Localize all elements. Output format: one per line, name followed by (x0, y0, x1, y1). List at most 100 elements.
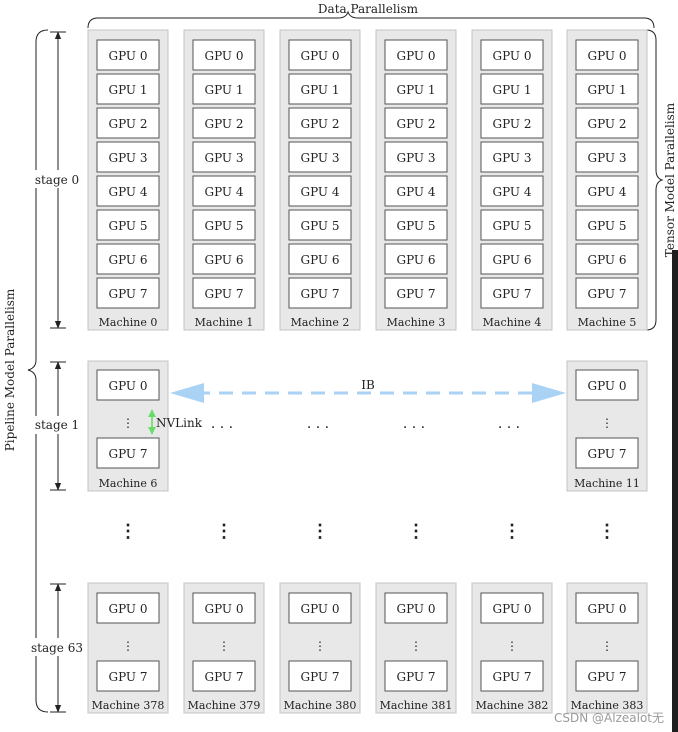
gpu-label: GPU 0 (587, 602, 626, 616)
gpu-label: GPU 0 (587, 379, 626, 393)
machine-label: Machine 5 (578, 316, 637, 329)
gpu-label: GPU 6 (492, 253, 531, 267)
gpu-label: GPU 2 (396, 117, 435, 131)
gpu-label: GPU 7 (492, 287, 531, 301)
gpu-label: GPU 7 (108, 287, 147, 301)
stage0-machine-0: GPU 0 GPU 1 GPU 2 GPU 3 GPU 4 GPU 5 GPU … (87, 29, 169, 331)
stage0-machine-4: GPU 0 GPU 1 GPU 2 GPU 3 GPU 4 GPU 5 GPU … (471, 29, 553, 331)
gpu-label: GPU 5 (204, 219, 243, 233)
stage63-machine-383: GPU 0 ⋮ GPU 7 Machine 383 (566, 582, 648, 714)
stage0-machine-3: GPU 0 GPU 1 GPU 2 GPU 3 GPU 4 GPU 5 GPU … (375, 29, 457, 331)
gpu-label: GPU 1 (204, 83, 243, 97)
gpu-label: GPU 1 (300, 83, 339, 97)
vertical-ellipsis: ⋮ (506, 639, 518, 653)
pipeline-parallelism-label: Pipeline Model Parallelism (3, 288, 17, 451)
gpu-label: GPU 5 (396, 219, 435, 233)
gpu-label: GPU 3 (587, 151, 626, 165)
page-scrollbar[interactable] (672, 250, 678, 732)
gpu-label: GPU 7 (587, 287, 626, 301)
gpu-label: GPU 7 (492, 670, 531, 684)
vertical-ellipsis: ⋮ (122, 639, 134, 653)
machine-label: Machine 4 (483, 316, 542, 329)
vertical-ellipsis: ⋮ (503, 521, 521, 542)
gpu-label: GPU 7 (396, 287, 435, 301)
ib-arrowhead-left (170, 383, 204, 403)
data-parallelism-label: Data Parallelism (318, 2, 419, 16)
vertical-ellipsis: ⋮ (314, 639, 326, 653)
stage63-label-bg (28, 638, 86, 656)
stage1-machine-6: GPU 0 ⋮ GPU 7 Machine 6 (87, 360, 169, 492)
gpu-label: GPU 2 (300, 117, 339, 131)
gpu-label: GPU 0 (396, 49, 435, 63)
ib-arrowhead-right (532, 383, 566, 403)
gpu-label: GPU 2 (492, 117, 531, 131)
gpu-label: GPU 1 (108, 83, 147, 97)
stage1-label: stage 1 (35, 418, 79, 432)
gpu-label: GPU 3 (492, 151, 531, 165)
gpu-label: GPU 2 (108, 117, 147, 131)
gpu-label: GPU 6 (108, 253, 147, 267)
machine-label: Machine 381 (380, 699, 453, 712)
machine-label: Machine 379 (188, 699, 261, 712)
pipeline-parallelism-brace (27, 29, 49, 713)
vertical-ellipsis: ⋮ (311, 521, 329, 542)
gpu-label: GPU 7 (204, 670, 243, 684)
vertical-ellipsis: ⋮ (601, 639, 613, 653)
vertical-ellipsis: ⋮ (598, 521, 616, 542)
machine-label: Machine 0 (99, 316, 158, 329)
stage0-machine-2: GPU 0 GPU 1 GPU 2 GPU 3 GPU 4 GPU 5 GPU … (279, 29, 361, 331)
gpu-label: GPU 3 (396, 151, 435, 165)
tensor-parallelism-label: Tensor Model Parallelism (663, 102, 677, 257)
horizontal-ellipsis: . . . (403, 416, 425, 432)
data-parallelism-brace (87, 10, 655, 29)
gpu-label: GPU 7 (587, 670, 626, 684)
gpu-label: GPU 7 (108, 670, 147, 684)
gpu-label: GPU 5 (108, 219, 147, 233)
stage0-label: stage 0 (35, 173, 79, 187)
tensor-parallelism-brace (645, 29, 664, 331)
vertical-ellipsis: ⋮ (119, 521, 137, 542)
gpu-label: GPU 5 (587, 219, 626, 233)
gpu-label: GPU 0 (492, 602, 531, 616)
gpu-label: GPU 6 (204, 253, 243, 267)
gpu-label: GPU 0 (396, 602, 435, 616)
gpu-label: GPU 7 (108, 447, 147, 461)
stage63-machine-379: GPU 0 ⋮ GPU 7 Machine 379 (183, 582, 265, 714)
gpu-label: GPU 6 (396, 253, 435, 267)
stage1-label-bg (30, 416, 82, 434)
stage63-machine-381: GPU 0 ⋮ GPU 7 Machine 381 (375, 582, 457, 714)
stage0-label-bg (30, 170, 82, 188)
gpu-label: GPU 4 (587, 185, 626, 199)
stage63-machine-380: GPU 0 ⋮ GPU 7 Machine 380 (279, 582, 361, 714)
nvlink-label: NVLink (156, 416, 203, 430)
vertical-ellipsis: ⋮ (215, 521, 233, 542)
gpu-label: GPU 3 (300, 151, 339, 165)
stage63-label: stage 63 (31, 641, 83, 655)
gpu-label: GPU 4 (492, 185, 531, 199)
gpu-label: GPU 2 (587, 117, 626, 131)
gpu-label: GPU 4 (108, 185, 147, 199)
gpu-label: GPU 4 (300, 185, 339, 199)
vertical-ellipsis: ⋮ (218, 639, 230, 653)
horizontal-ellipsis: . . . (211, 416, 233, 432)
gpu-label: GPU 0 (204, 49, 243, 63)
stage63-machine-382: GPU 0 ⋮ GPU 7 Machine 382 (471, 582, 553, 714)
stage63-machine-378: GPU 0 ⋮ GPU 7 Machine 378 (87, 582, 169, 714)
machine-label: Machine 378 (92, 699, 165, 712)
vertical-ellipsis: ⋮ (122, 416, 134, 430)
gpu-label: GPU 7 (300, 287, 339, 301)
gpu-label: GPU 4 (204, 185, 243, 199)
vertical-ellipsis: ⋮ (410, 639, 422, 653)
gpu-label: GPU 0 (204, 602, 243, 616)
gpu-label: GPU 0 (300, 602, 339, 616)
ib-label: IB (361, 378, 375, 392)
gpu-label: GPU 0 (587, 49, 626, 63)
machine-label: Machine 6 (99, 477, 158, 490)
gpu-label: GPU 7 (300, 670, 339, 684)
gpu-label: GPU 0 (108, 602, 147, 616)
gpu-label: GPU 0 (108, 49, 147, 63)
gpu-label: GPU 6 (587, 253, 626, 267)
vertical-ellipsis: ⋮ (407, 521, 425, 542)
gpu-label: GPU 6 (300, 253, 339, 267)
